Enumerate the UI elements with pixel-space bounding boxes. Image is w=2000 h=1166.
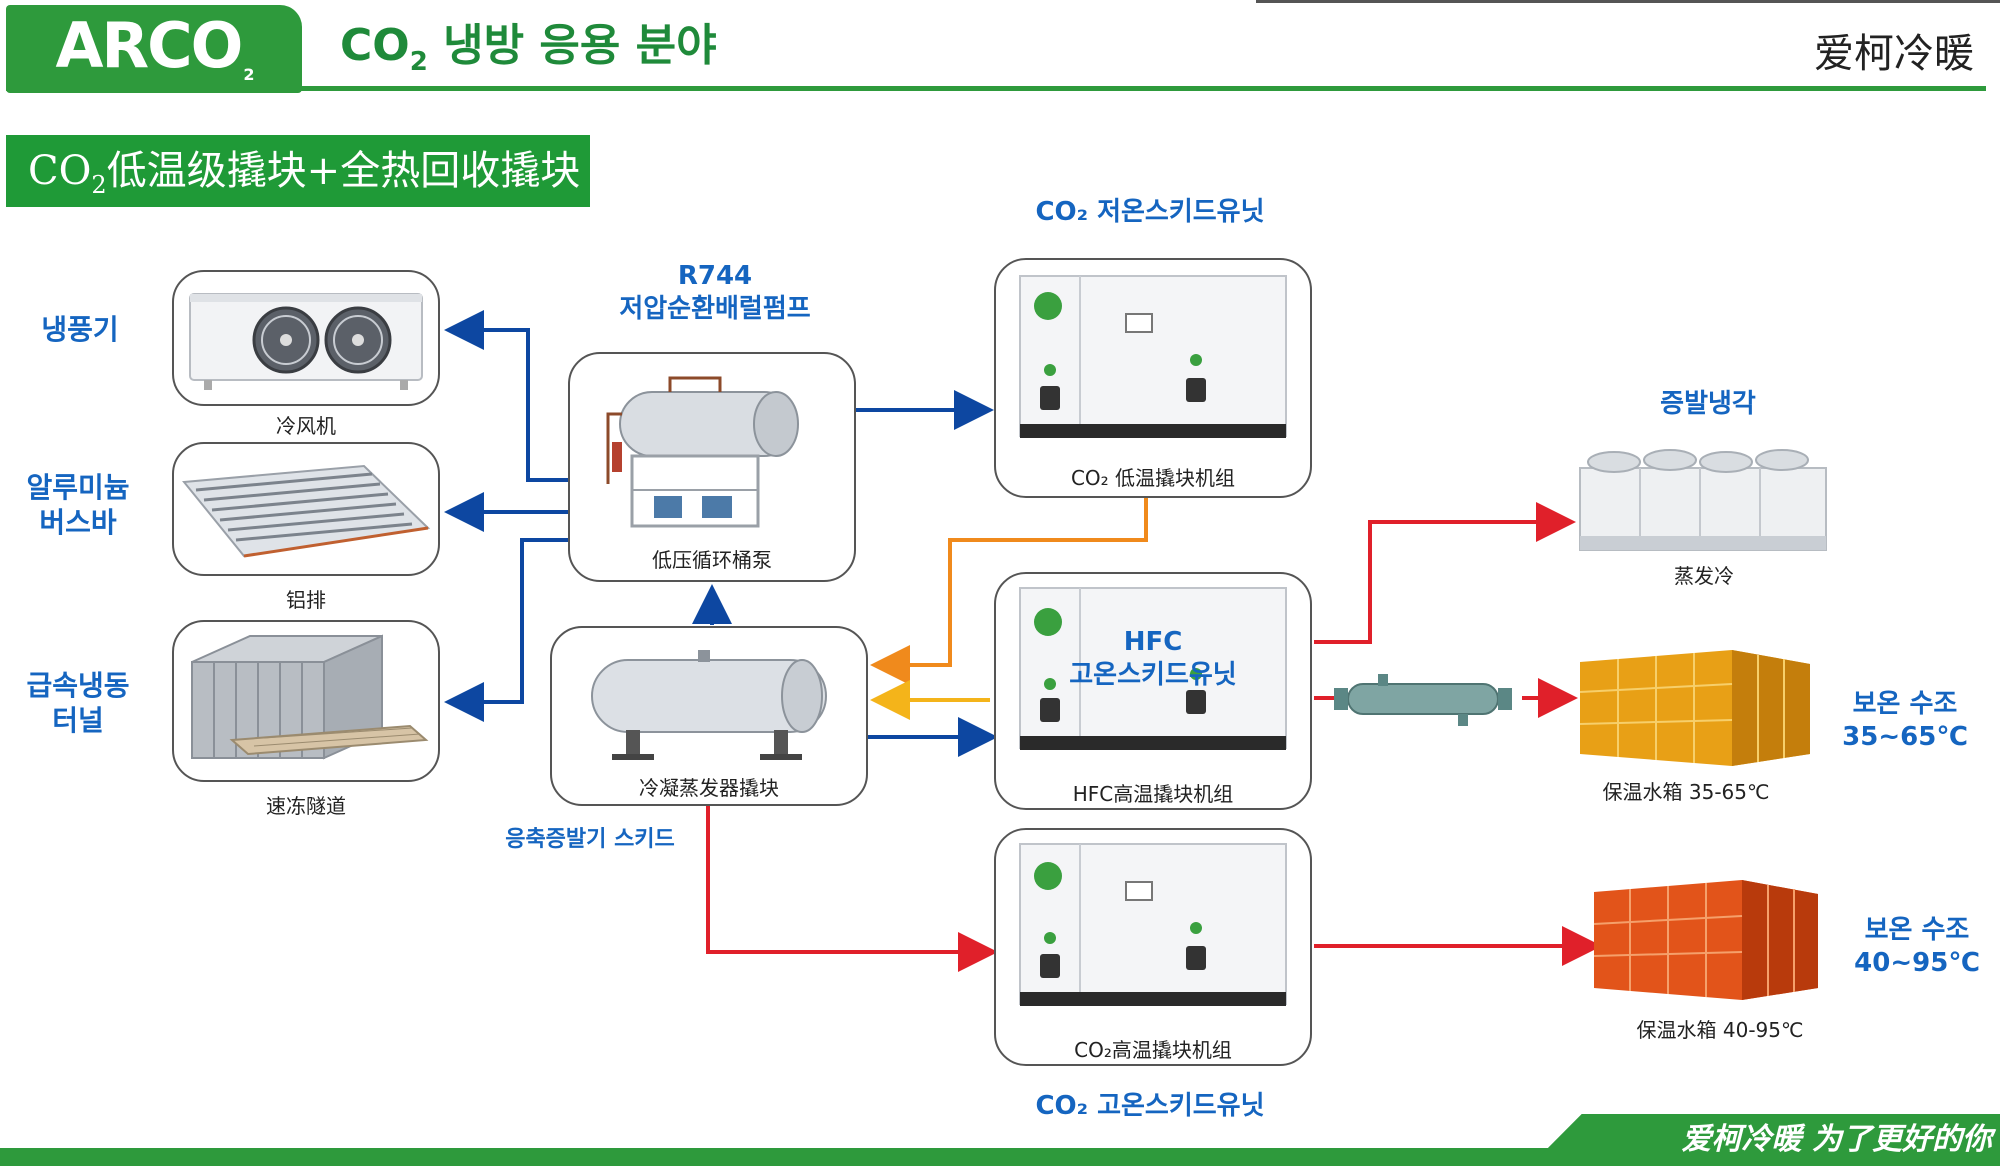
hfc-illustration	[1019, 587, 1287, 750]
freeze-tunnel-box	[172, 620, 440, 782]
co2-low-caption: CO₂ 低温撬块机组	[1070, 466, 1236, 490]
heat-exchanger-illustration	[1334, 674, 1512, 726]
condenser-caption: 冷凝蒸发器撬块	[639, 776, 779, 800]
tank1-caption: 保温水箱 35-65℃	[1602, 780, 1770, 804]
co2-low-label: CO₂ 저온스키드유닛	[1035, 197, 1265, 227]
alu-busbar-illustration	[182, 464, 431, 558]
line-hfc-to-evap-cooler	[1314, 502, 1576, 644]
freeze-tunnel-illustration	[191, 634, 429, 760]
header-divider	[6, 86, 1986, 91]
co2-high-box: CO₂高温撬块机组	[994, 828, 1312, 1066]
pump-caption: 低压循环桶泵	[652, 548, 772, 572]
evap-cooler-label: 증발냉각	[1660, 389, 1756, 419]
brand-name: 爱柯冷暖	[1814, 31, 1974, 77]
footer-slogan: 爱柯冷暖 为了更好的你	[1530, 1114, 2000, 1166]
condenser-label: 응축증발기 스키드	[505, 827, 675, 852]
line-condenser-to-co2-high	[706, 806, 998, 972]
tank1-illustration	[1579, 650, 1810, 766]
section-label: CO2低温级撬块+全热回收撬块	[6, 135, 590, 207]
co2-low-illustration	[1019, 275, 1287, 438]
alu-busbar-caption: 铝排	[286, 588, 326, 612]
condenser-illustration	[591, 650, 827, 760]
pump-box: 低压循环桶泵	[568, 352, 856, 582]
label-air-cooler: 냉풍기	[41, 313, 119, 346]
tank2-illustration	[1593, 880, 1818, 1000]
tank2-caption: 保温水箱 40-95℃	[1636, 1018, 1804, 1042]
evap-cooler-caption: 蒸发冷	[1674, 564, 1734, 588]
air-cooler-illustration	[189, 293, 423, 390]
evap-cooler-illustration	[1579, 449, 1827, 551]
line-co2-low-to-condenser	[870, 498, 1148, 685]
line-pump-to-freeze-tunnel	[444, 538, 568, 722]
air-cooler-caption: 冷风机	[276, 414, 336, 438]
line-pump-to-air-cooler	[444, 310, 568, 482]
header-top-rule	[1256, 0, 2000, 3]
co2-high-caption: CO₂高温撬块机组	[1074, 1038, 1232, 1062]
footer-bar	[0, 1148, 2000, 1166]
hfc-caption: HFC高温撬块机组	[1072, 782, 1234, 806]
freeze-tunnel-caption: 速冻隧道	[266, 794, 346, 818]
page-title: CO2 냉방 응용 분야	[340, 20, 717, 77]
air-cooler-box	[172, 270, 440, 406]
alu-busbar-box	[172, 442, 440, 576]
co2-low-box: CO₂ 低温撬块机组	[994, 258, 1312, 498]
pump-illustration	[606, 376, 799, 528]
condenser-box: 冷凝蒸发器撬块	[550, 626, 868, 806]
co2-high-illustration	[1019, 843, 1287, 1006]
co2-high-label: CO₂ 고온스키드유닛	[1035, 1091, 1265, 1121]
